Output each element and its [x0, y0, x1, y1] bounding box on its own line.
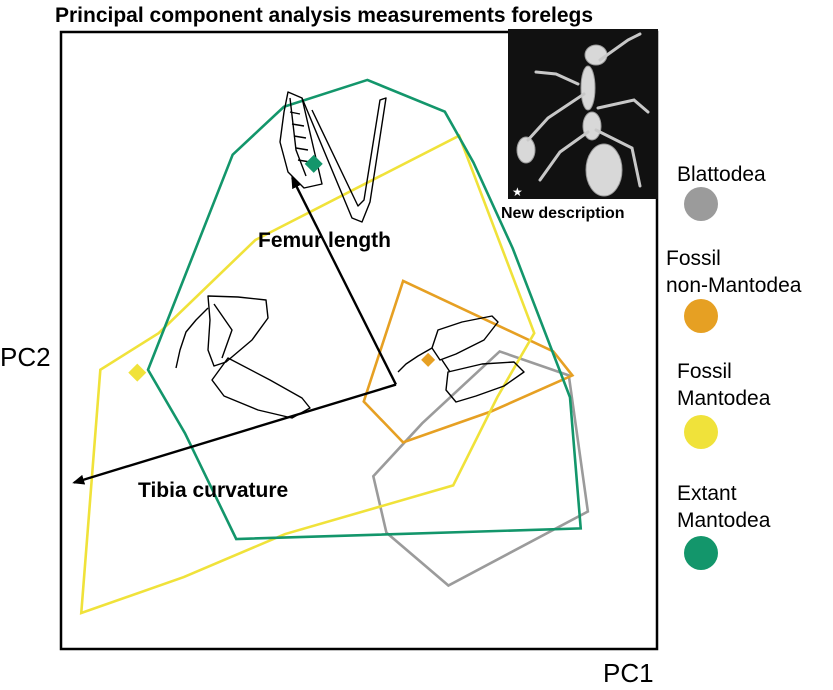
- x-axis-label: PC1: [603, 658, 654, 688]
- legend: Blattodea Fossil non-Mantodea Fossil Man…: [666, 163, 802, 570]
- legend-swatch-extant-mantodea: [684, 536, 718, 570]
- plot-frame: [59, 30, 659, 651]
- legend-label-fossil-non-mantodea-line1: Fossil: [666, 247, 721, 270]
- legend-label-fossil-non-mantodea-line2: non-Mantodea: [666, 274, 802, 297]
- centroid-markers: [128, 154, 436, 382]
- convex-hulls: [79, 78, 590, 615]
- hull-blattodea: [371, 349, 590, 588]
- star-icon: ★: [512, 185, 523, 199]
- foreleg-drawing-fossil-non-mantodea: [397, 315, 525, 403]
- hull-fossil-non-mantodea: [362, 279, 575, 444]
- annotation-tibia-curvature: Tibia curvature: [138, 479, 288, 502]
- y-axis-label: PC2: [0, 342, 51, 372]
- hull-extant-mantodea: [146, 78, 583, 541]
- legend-label-fossil-mantodea-line2: Mantodea: [677, 387, 771, 410]
- legend-label-blattodea: Blattodea: [677, 163, 766, 186]
- centroid-extant-mantodea: [304, 154, 323, 173]
- inset-caption: New description: [501, 205, 625, 222]
- legend-swatch-blattodea: [684, 187, 718, 221]
- centroid-fossil-mantodea: [128, 363, 147, 382]
- foreleg-drawing-extant: [279, 91, 387, 223]
- hull-fossil-mantodea: [79, 133, 536, 615]
- legend-label-fossil-mantodea-line1: Fossil: [677, 360, 732, 383]
- chart-title: Principal component analysis measurement…: [55, 4, 593, 27]
- arrow-femur-length: [291, 176, 398, 386]
- legend-swatch-fossil-mantodea: [684, 415, 718, 449]
- arrow-tibia-curvature: [72, 383, 397, 485]
- centroid-fossil-non-mantodea: [421, 352, 436, 367]
- foreleg-drawing-fossil-mantodea: [175, 295, 311, 419]
- annotation-femur-length: Femur length: [258, 229, 391, 252]
- legend-label-extant-mantodea-line1: Extant: [677, 482, 737, 505]
- legend-label-extant-mantodea-line2: Mantodea: [677, 509, 771, 532]
- loading-arrows: [72, 176, 398, 485]
- inset-specimen-image: ★: [508, 29, 658, 199]
- legend-swatch-fossil-non-mantodea: [684, 299, 718, 333]
